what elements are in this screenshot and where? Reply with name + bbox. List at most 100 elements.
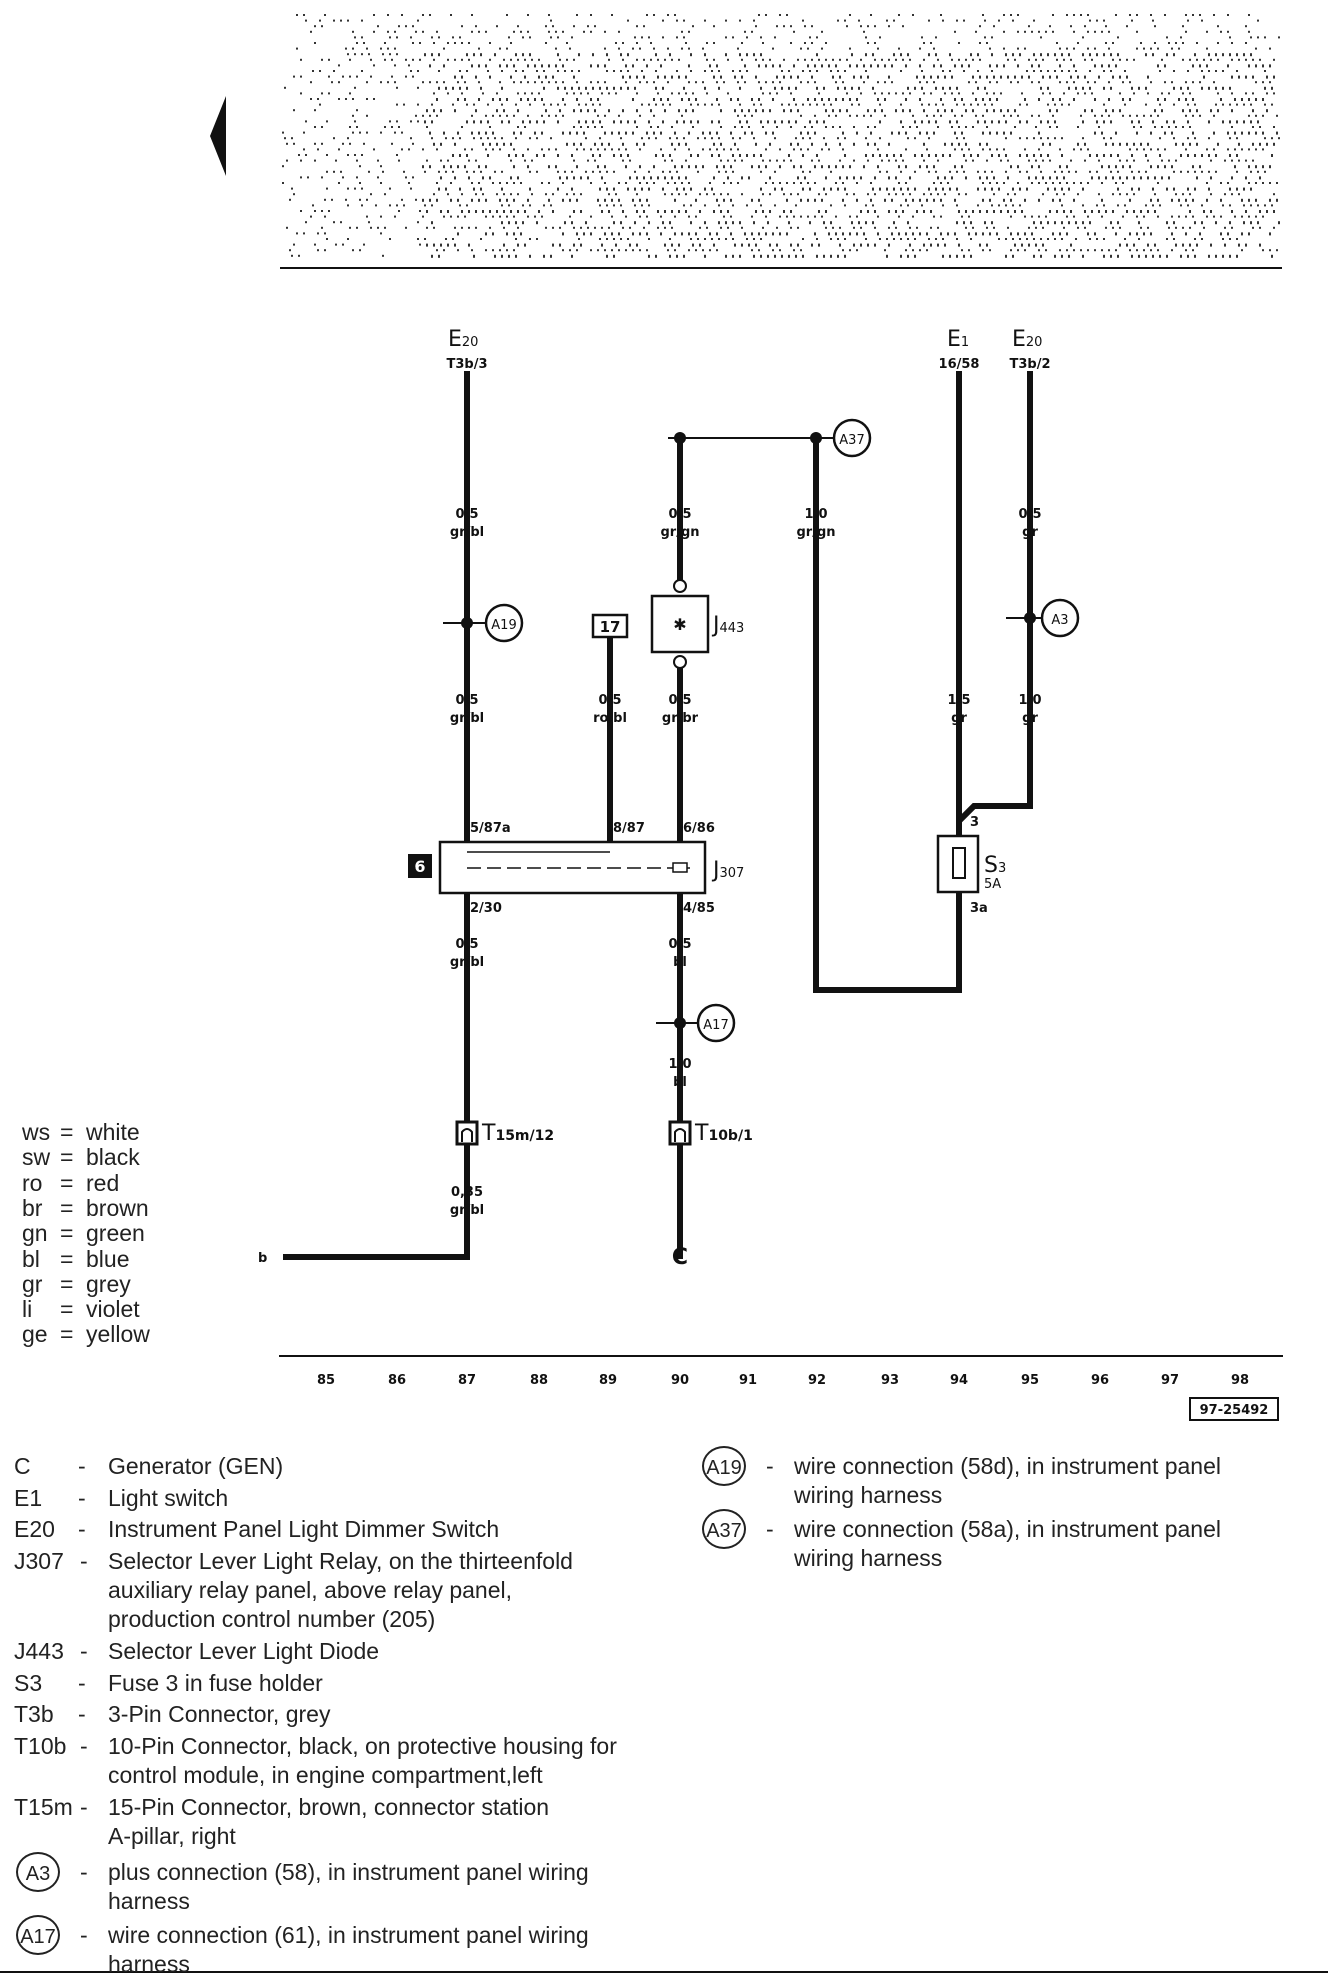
speckle <box>494 254 496 258</box>
speckle <box>664 176 666 180</box>
speckle <box>1024 198 1026 202</box>
speckle <box>982 131 984 135</box>
speckle <box>636 75 638 79</box>
speckle <box>657 126 659 128</box>
speckle <box>604 198 606 202</box>
speckle <box>566 176 568 180</box>
speckle <box>842 232 844 236</box>
speckle <box>480 187 482 191</box>
speckle <box>1136 232 1138 236</box>
speckle <box>527 165 529 169</box>
speckle <box>1182 92 1184 95</box>
speckle <box>454 226 456 229</box>
speckle <box>711 187 713 191</box>
speckle <box>387 30 389 33</box>
speckle <box>699 193 701 196</box>
speckle <box>940 98 942 101</box>
speckle <box>956 170 958 173</box>
key-dash: - <box>766 1516 774 1542</box>
speckle <box>1063 58 1065 61</box>
speckle <box>814 64 816 68</box>
speckle <box>671 75 673 79</box>
speckle <box>1248 232 1250 236</box>
speckle <box>1222 86 1224 90</box>
speckle <box>1269 81 1271 84</box>
speckle <box>1077 75 1079 79</box>
speckle <box>1084 58 1086 61</box>
speckle <box>1269 47 1271 50</box>
legend-name: blue <box>86 1245 130 1272</box>
speckle <box>419 210 421 212</box>
speckle <box>996 98 998 101</box>
speckle <box>1000 92 1002 95</box>
speckle <box>1101 114 1103 117</box>
speckle <box>772 182 774 184</box>
speckle <box>1010 81 1012 84</box>
speckle <box>1266 142 1268 146</box>
speckle <box>958 42 960 44</box>
speckle <box>1236 238 1238 240</box>
speckle <box>548 64 550 68</box>
speckle <box>650 58 652 61</box>
speckle <box>1157 114 1159 117</box>
speckle <box>496 92 498 95</box>
speckle <box>1138 254 1140 258</box>
speckle <box>828 114 830 117</box>
speckle <box>1157 215 1159 218</box>
speckle <box>1248 165 1250 169</box>
speckle <box>755 243 757 247</box>
speckle <box>345 47 347 50</box>
speckle <box>1196 243 1198 247</box>
speckle <box>814 114 816 117</box>
speckle <box>986 210 988 213</box>
speckle <box>473 170 475 173</box>
connection-A37: A37 <box>832 418 872 458</box>
speckle <box>1042 58 1044 61</box>
speckle <box>734 159 736 162</box>
speckle <box>468 42 470 44</box>
speckle <box>611 215 613 218</box>
wire-color: gr/bl <box>450 711 484 726</box>
speckle <box>391 126 393 128</box>
speckle <box>1189 210 1191 213</box>
speckle <box>1005 120 1007 124</box>
speckle <box>534 98 536 101</box>
wire-size: 1,0 <box>668 1057 691 1072</box>
speckle <box>1028 226 1030 229</box>
speckle <box>923 75 925 79</box>
speckle <box>851 53 853 57</box>
speckle <box>548 114 550 117</box>
speckle <box>429 64 431 68</box>
speckle <box>1196 176 1198 180</box>
speckle <box>529 170 531 173</box>
speckle <box>471 64 473 68</box>
speckle <box>856 98 858 101</box>
speckle <box>961 114 963 117</box>
speckle <box>835 98 837 101</box>
speckle <box>415 30 417 33</box>
page-back-arrow-icon[interactable] <box>210 96 226 176</box>
speckle <box>963 19 965 22</box>
speckle <box>1122 114 1124 117</box>
speckle <box>436 182 438 184</box>
speckle <box>662 154 664 157</box>
speckle <box>653 114 655 117</box>
speckle <box>1014 193 1016 196</box>
speckle <box>492 215 494 218</box>
speckle <box>1175 243 1177 247</box>
speckle <box>1171 232 1173 236</box>
speckle <box>653 98 655 101</box>
speckle <box>879 187 881 191</box>
speckle <box>690 120 692 124</box>
speckle <box>1252 159 1254 162</box>
speckle <box>1189 193 1191 196</box>
speckle <box>592 120 594 124</box>
speckle <box>1038 131 1040 135</box>
speckle <box>704 221 706 225</box>
speckle <box>1087 81 1089 84</box>
speckle <box>1035 226 1037 229</box>
speckle <box>352 131 354 134</box>
legend-name: grey <box>86 1270 131 1297</box>
speckle <box>286 159 288 162</box>
legend-sep: = <box>60 1169 74 1196</box>
